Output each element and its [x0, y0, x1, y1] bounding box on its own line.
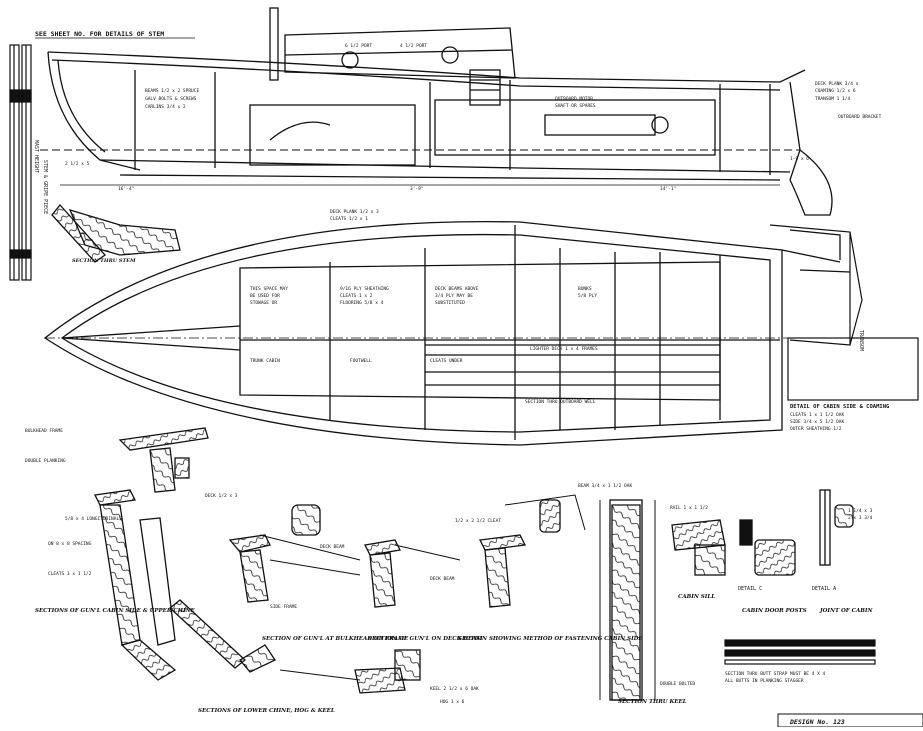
svg-text:SIDE 3/4 x 5 1/2 OAK: SIDE 3/4 x 5 1/2 OAK — [790, 419, 844, 425]
svg-text:TRUNK CABIN: TRUNK CABIN — [250, 358, 280, 364]
cabin-sill-detail — [671, 519, 726, 576]
svg-text:FOOTWELL: FOOTWELL — [350, 358, 372, 364]
svg-text:SECTION THRU BUTT STRAP MUST B: SECTION THRU BUTT STRAP MUST BE 4 X 4 — [725, 671, 826, 677]
joint-of-cabin-label: JOINT OF CABIN — [819, 608, 873, 614]
svg-text:1/2 x 2 1/2 CLEAT: 1/2 x 2 1/2 CLEAT — [455, 518, 501, 524]
title-block — [787, 337, 919, 401]
svg-text:1 1/4 x 3: 1 1/4 x 3 — [848, 508, 873, 514]
svg-text:4 1/2 PORT: 4 1/2 PORT — [400, 43, 427, 49]
section-thru-stem — [51, 203, 181, 263]
svg-text:5/8 x 4 LONGITUDINALS: 5/8 x 4 LONGITUDINALS — [65, 516, 122, 522]
door-posts-detail — [739, 489, 854, 576]
svg-text:DOUBLE PLANKING: DOUBLE PLANKING — [25, 458, 66, 464]
svg-text:STOWAGE OR: STOWAGE OR — [250, 300, 277, 306]
section-fastening-method — [479, 494, 586, 608]
svg-text:STEM & GRIPE PIECE: STEM & GRIPE PIECE — [42, 160, 48, 214]
svg-text:BEAM 3/4 x 1 1/2 OAK: BEAM 3/4 x 1 1/2 OAK — [578, 483, 632, 489]
svg-text:GALV BOLTS & SCREWS: GALV BOLTS & SCREWS — [145, 96, 197, 102]
svg-text:DECK BEAMS ABOVE: DECK BEAMS ABOVE — [435, 286, 479, 292]
strap-section — [724, 639, 876, 665]
detail-c-label: DETAIL C — [738, 586, 762, 592]
top-note: SEE SHEET NO. FOR DETAILS OF STEM — [35, 30, 164, 38]
side-frame-label: SIDE FRAME — [270, 604, 297, 610]
lower-chine-sections — [169, 599, 421, 694]
svg-text:DECK PLANK 1/2 x 3: DECK PLANK 1/2 x 3 — [330, 209, 379, 215]
svg-text:BE USED FOR: BE USED FOR — [250, 293, 280, 299]
svg-text:HOG 1 x 6: HOG 1 x 6 — [440, 699, 465, 705]
svg-text:BULKHEAD FRAME: BULKHEAD FRAME — [25, 428, 63, 434]
svg-text:SUBSTITUTED: SUBSTITUTED — [435, 300, 465, 306]
svg-text:SHAFT OR SPARES: SHAFT OR SPARES — [555, 103, 596, 109]
svg-text:OUTBOARD MOTOR: OUTBOARD MOTOR — [555, 96, 593, 102]
svg-text:DECK 1/2 x 3: DECK 1/2 x 3 — [205, 493, 238, 499]
svg-text:BUNKS: BUNKS — [578, 286, 592, 292]
sections-gunl-cabin — [94, 489, 177, 681]
detail-cabin-side-label: DETAIL OF CABIN SIDE & COAMING — [790, 404, 890, 410]
svg-text:OUTBOARD BRACKET: OUTBOARD BRACKET — [838, 114, 882, 120]
section-gunl-deck-label: SECTION OF GUN'L ON DECK BEAM — [368, 636, 483, 642]
svg-text:16'-4": 16'-4" — [118, 186, 134, 192]
svg-text:OUTER SHEATHING 1/2: OUTER SHEATHING 1/2 — [790, 426, 842, 432]
svg-text:6 1/2 PORT: 6 1/2 PORT — [345, 43, 372, 49]
svg-text:CLEATS UNDER: CLEATS UNDER — [430, 358, 463, 364]
deck-beam-label-1: DECK BEAM — [320, 544, 345, 550]
section-gunl-bulkhead-label: SECTION OF GUN'L AT BULKHEAD OR FRAME — [262, 636, 409, 642]
svg-text:CLEATS 1 x 1 1/2: CLEATS 1 x 1 1/2 — [48, 571, 92, 577]
cabin-door-posts-label: CABIN DOOR POSTS — [742, 608, 807, 614]
section-method-label: SECTION SHOWING METHOD OF FASTENING CABI… — [458, 636, 643, 642]
svg-text:3'-9": 3'-9" — [410, 186, 424, 192]
svg-text:FLOORING 5/8 x 4: FLOORING 5/8 x 4 — [340, 300, 384, 306]
svg-text:2 x 1 3/4: 2 x 1 3/4 — [848, 515, 873, 521]
svg-text:DOUBLE BOLTED: DOUBLE BOLTED — [660, 681, 696, 687]
svg-text:CLEATS 1 x 2: CLEATS 1 x 2 — [340, 293, 373, 299]
stem-detail-left — [9, 44, 32, 281]
stern-profile — [769, 224, 863, 346]
svg-text:THIS SPACE MAY: THIS SPACE MAY — [250, 286, 288, 292]
svg-text:CLEATS 1 x 1 1/2 OAK: CLEATS 1 x 1 1/2 OAK — [790, 412, 844, 418]
cabin-sill-label: CABIN SILL — [678, 594, 715, 600]
svg-text:1-9 x 6: 1-9 x 6 — [790, 156, 809, 162]
svg-text:5/8 PLY: 5/8 PLY — [578, 293, 597, 299]
section-thru-keel — [599, 499, 656, 701]
svg-text:MAST HEIGHT: MAST HEIGHT — [33, 140, 39, 173]
section-gunl-deck — [364, 539, 461, 608]
sections-gunl-cabin-label: SECTIONS OF GUN'L CABIN SIDE & UPPER CHI… — [35, 608, 196, 614]
svg-text:CARLINS 3/4 x 2: CARLINS 3/4 x 2 — [145, 104, 186, 110]
detail-a-label: DETAIL A — [812, 586, 836, 592]
svg-text:9/16 PLY SHEATHING: 9/16 PLY SHEATHING — [340, 286, 389, 292]
cabin-side-detail — [118, 427, 209, 493]
svg-text:RAIL 1 x 1 1/2: RAIL 1 x 1 1/2 — [670, 505, 708, 511]
svg-text:SECTION THRU OUTBOARD WELL: SECTION THRU OUTBOARD WELL — [525, 399, 596, 405]
svg-text:KEEL 2 1/2 x 6 OAK: KEEL 2 1/2 x 6 OAK — [430, 686, 479, 692]
sections-lower-chine-label: SECTIONS OF LOWER CHINE, HOG & KEEL — [198, 708, 335, 714]
section-thru-keel-label: SECTION THRU KEEL — [618, 699, 687, 705]
svg-text:BEAMS 1/2 x 2 SPRUCE: BEAMS 1/2 x 2 SPRUCE — [145, 88, 199, 94]
plan-view — [43, 220, 841, 446]
svg-text:LIGHTER DECK 1 x 4 FRAMES: LIGHTER DECK 1 x 4 FRAMES — [530, 346, 598, 352]
section-thru-stem-label: SECTION THRU STEM — [72, 258, 136, 264]
svg-text:2 1/2 x 5: 2 1/2 x 5 — [65, 161, 90, 167]
profile-elevation — [40, 7, 833, 216]
svg-text:CLEATS 1/2 x 1: CLEATS 1/2 x 1 — [330, 216, 368, 222]
svg-text:3/4 PLY MAY BE: 3/4 PLY MAY BE — [435, 293, 473, 299]
svg-text:TRANSOM 1 1/4: TRANSOM 1 1/4 — [815, 96, 851, 102]
svg-text:14'-1": 14'-1" — [660, 186, 676, 192]
transom-label: TRANSOM — [858, 330, 864, 351]
design-number: DESIGN No. 123 — [789, 718, 845, 726]
svg-text:ALL BUTTS IN PLANKING STAGGER: ALL BUTTS IN PLANKING STAGGER — [725, 678, 804, 684]
svg-text:COAMING 1/2 x 6: COAMING 1/2 x 6 — [815, 88, 856, 94]
svg-text:DECK PLANK 3/4 x: DECK PLANK 3/4 x — [815, 81, 859, 87]
svg-text:ON 8 x 8 SPACING: ON 8 x 8 SPACING — [48, 541, 92, 547]
deck-beam-label-2: DECK BEAM — [430, 576, 455, 582]
section-gunl-bulkhead — [228, 504, 361, 603]
